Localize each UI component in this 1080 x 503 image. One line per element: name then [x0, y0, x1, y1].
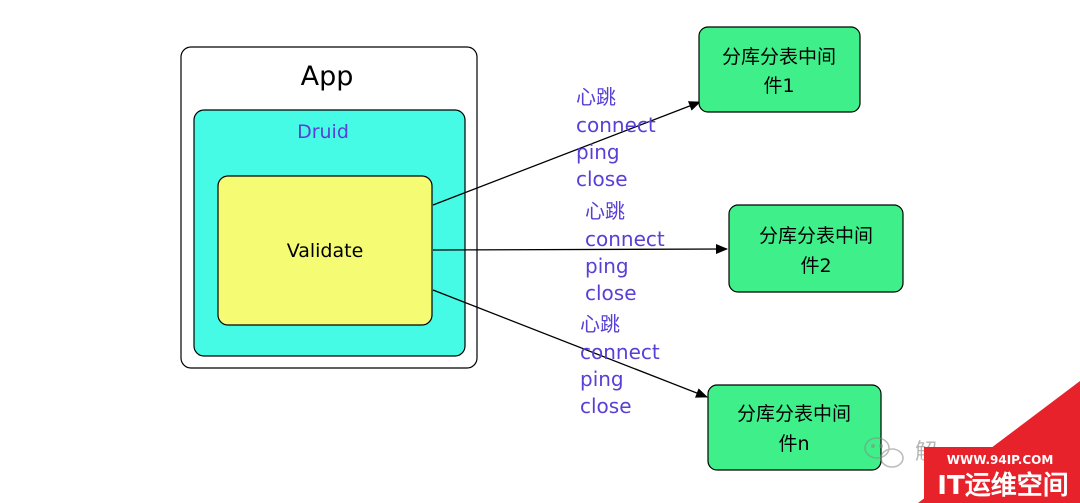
target-label-line1: 分库分表中间: [722, 46, 836, 68]
edge-label-ping: ping: [585, 254, 629, 278]
edge-label-ping: ping: [576, 140, 620, 164]
edge-label-heartbeat: 心跳: [580, 312, 620, 336]
watermark-site: WWW.94IP.COM: [947, 453, 1054, 467]
watermark-brand: IT运维空间: [937, 470, 1068, 501]
validate-box: Validate: [217, 175, 433, 326]
target-label-line1: 分库分表中间: [737, 403, 851, 425]
edge-label-connect: connect: [576, 113, 656, 137]
edge-label-3: 心跳 connect ping close: [580, 312, 660, 418]
edge-label-2: 心跳 connect ping close: [585, 199, 665, 305]
app-title: App: [301, 61, 354, 92]
arrow-to-target-2: [432, 244, 728, 255]
watermark-banner: WWW.94IP.COM IT运维空间: [918, 381, 1080, 503]
edge-label-ping: ping: [580, 367, 624, 391]
target-label-line2: 件n: [778, 433, 809, 455]
edge-label-heartbeat: 心跳: [576, 85, 616, 109]
edge-label-1: 心跳 connect ping close: [576, 85, 656, 191]
validate-label: Validate: [287, 240, 364, 262]
edge-label-heartbeat: 心跳: [585, 199, 625, 223]
edge-label-close: close: [580, 394, 632, 418]
wechat-icon: [864, 437, 904, 468]
edge-label-close: close: [576, 167, 628, 191]
edge-label-connect: connect: [580, 340, 660, 364]
target-node-2: 分库分表中间 件2: [728, 204, 904, 293]
edge-label-close: close: [585, 281, 637, 305]
arrow-to-target-1: [432, 101, 701, 206]
druid-label: Druid: [297, 121, 349, 143]
target-label-line1: 分库分表中间: [759, 225, 873, 247]
edge-label-connect: connect: [585, 227, 665, 251]
target-label-line2: 件2: [800, 255, 831, 277]
target-label-line2: 件1: [763, 75, 794, 97]
target-node-1: 分库分表中间 件1: [698, 26, 861, 113]
target-node-n: 分库分表中间 件n: [707, 384, 882, 471]
arrow-to-target-n: [432, 289, 708, 398]
